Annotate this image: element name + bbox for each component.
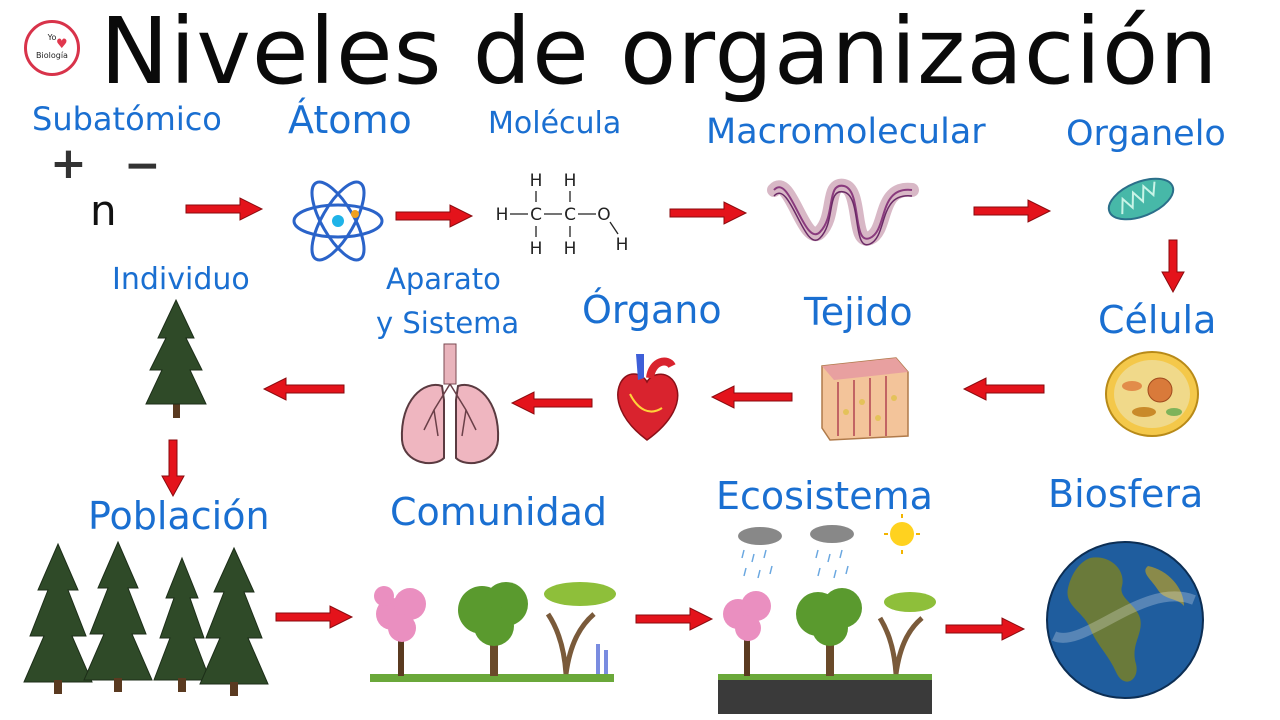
plus-sign: + <box>50 138 87 189</box>
molecule-h-bot1: H <box>530 239 543 259</box>
ecosystem-scene-icon <box>718 514 936 714</box>
label-macromolecular: Macromolecular <box>706 112 986 152</box>
label-atomo: Átomo <box>288 98 412 142</box>
arrow-poblacion-comunidad <box>275 605 354 629</box>
arrow-tejido-organo <box>710 385 793 409</box>
dna-icon <box>767 178 919 246</box>
arrow-celula-tejido <box>962 377 1045 401</box>
molecule-c2: C <box>564 205 576 225</box>
label-tejido: Tejido <box>804 290 913 334</box>
molecule-formula: H H H C C O H H H <box>496 171 629 259</box>
arrow-individuo-poblacion <box>161 439 185 498</box>
minus-sign: − <box>124 140 161 191</box>
community-scene-icon <box>370 582 616 682</box>
label-sistema: y Sistema <box>376 306 520 340</box>
arrow-macro-organelo <box>973 199 1052 223</box>
arrow-atomo-molecula <box>395 204 474 228</box>
label-organo: Órgano <box>582 288 722 332</box>
earth-icon <box>1046 541 1204 699</box>
label-molecula: Molécula <box>488 106 622 141</box>
label-poblacion: Población <box>88 494 270 538</box>
label-individuo: Individuo <box>112 262 250 297</box>
atom-icon <box>292 180 384 262</box>
cell-icon <box>1105 351 1199 437</box>
population-trees-icon <box>23 540 269 696</box>
arrow-organo-aparato <box>510 391 593 415</box>
arrow-subatomico-atomo <box>185 197 264 221</box>
tissue-icon <box>821 357 909 441</box>
label-celula: Célula <box>1098 298 1217 342</box>
molecule-h-top2: H <box>564 171 577 191</box>
molecule-o: O <box>597 205 610 225</box>
mitochondrion-icon <box>1107 177 1175 221</box>
logo-text-1: Yo <box>47 33 57 42</box>
tree-icon <box>145 298 207 418</box>
molecule-h-right: H <box>616 235 629 255</box>
label-organelo: Organelo <box>1066 114 1226 154</box>
label-biosfera: Biosfera <box>1048 472 1204 516</box>
arrow-ecosistema-biosfera <box>945 617 1026 641</box>
molecule-h-top1: H <box>530 171 543 191</box>
label-subatomico: Subatómico <box>32 100 222 138</box>
arrow-comunidad-ecosistema <box>635 607 714 631</box>
lungs-icon <box>400 343 500 465</box>
arrow-organelo-celula <box>1161 239 1185 294</box>
label-ecosistema: Ecosistema <box>716 474 933 518</box>
brand-logo: Yo ♥ Biología <box>24 20 80 76</box>
logo-text-2: Biología <box>36 51 68 60</box>
arrow-aparato-individuo <box>262 377 345 401</box>
page-title: Niveles de organización <box>100 0 1219 105</box>
arrow-molecula-macro <box>669 201 748 225</box>
label-aparato: Aparato <box>386 262 501 296</box>
neutron-symbol: n <box>90 186 117 235</box>
molecule-h-bot2: H <box>564 239 577 259</box>
molecule-c1: C <box>530 205 542 225</box>
heart-icon: ♥ <box>56 37 68 52</box>
heart-organ-icon <box>617 354 679 441</box>
molecule-h-left: H <box>496 205 509 225</box>
label-comunidad: Comunidad <box>390 490 608 534</box>
